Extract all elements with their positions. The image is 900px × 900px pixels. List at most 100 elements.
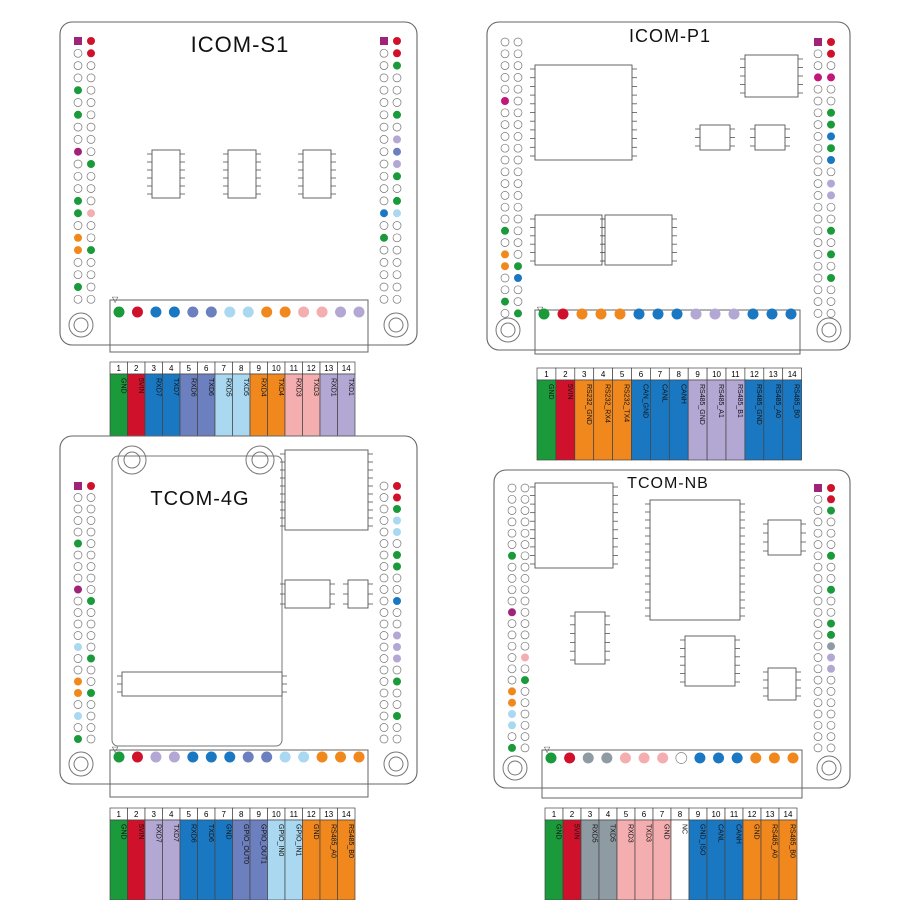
header-pin xyxy=(379,585,389,594)
terminal-pin-4 xyxy=(601,752,613,764)
header-pin xyxy=(73,73,83,83)
header-pin xyxy=(827,274,835,282)
header-pin xyxy=(813,250,823,259)
header-pin xyxy=(827,642,835,651)
pin-number: 10 xyxy=(712,370,721,379)
mounting-hole xyxy=(383,312,409,338)
header-pin xyxy=(507,517,517,527)
header-pin xyxy=(513,49,523,59)
header-pin xyxy=(826,607,836,617)
header-pin xyxy=(379,608,389,617)
ic-chip xyxy=(302,149,332,199)
pin1-marker: ▽ xyxy=(112,295,119,304)
pin-label: GND xyxy=(547,384,554,400)
header-pin xyxy=(380,233,388,242)
mounting-hole xyxy=(68,751,94,777)
header-pin xyxy=(379,723,389,732)
header-pin xyxy=(513,167,523,177)
header-pin xyxy=(379,48,389,58)
pin-label: RS485_B0 xyxy=(347,824,354,858)
pin-number: 7 xyxy=(222,810,227,819)
header-pin xyxy=(826,238,836,247)
header-pin xyxy=(508,551,516,560)
terminal-housing xyxy=(109,749,369,798)
header-pin xyxy=(827,49,835,58)
header-pin xyxy=(86,147,96,157)
header-pin xyxy=(827,495,835,504)
pin-label: 5VIN xyxy=(137,824,144,840)
header-pin xyxy=(513,202,523,212)
header-pin xyxy=(500,132,510,141)
mounting-hole xyxy=(816,755,842,781)
header-pin xyxy=(813,494,823,504)
header-pin xyxy=(513,285,523,295)
pin-label: 5VIN xyxy=(137,378,144,394)
header-pin xyxy=(520,483,530,493)
pin-label: TXD7 xyxy=(172,824,179,842)
header-pin xyxy=(827,179,835,188)
header-pin xyxy=(379,196,389,206)
header-pin xyxy=(74,735,82,743)
header-pin xyxy=(501,97,509,105)
header-pin xyxy=(813,607,823,617)
header-pin xyxy=(86,504,96,514)
header-pin xyxy=(86,73,96,83)
pin-number: 11 xyxy=(290,364,299,373)
header-pin xyxy=(813,167,823,177)
header-pin xyxy=(826,709,836,719)
header-pin xyxy=(826,517,836,527)
header-pin xyxy=(513,73,523,82)
header-pin xyxy=(379,642,389,652)
header-pin xyxy=(393,562,401,571)
header-pin xyxy=(393,712,401,720)
terminal-pin-12 xyxy=(747,308,759,320)
terminal-pin-9 xyxy=(694,752,706,764)
pin-label: GND xyxy=(753,824,760,840)
header-pin xyxy=(74,233,82,242)
header-pin xyxy=(813,261,823,271)
header-pin xyxy=(379,258,389,267)
pin-number: 6 xyxy=(204,810,209,819)
header-pin xyxy=(86,221,96,230)
terminal-pin-5 xyxy=(187,751,199,763)
header-pin xyxy=(813,84,823,94)
pin-number: 2 xyxy=(134,364,139,373)
header-pin xyxy=(500,191,510,200)
header-pin xyxy=(393,172,401,181)
header-pin xyxy=(813,540,823,549)
header-pin xyxy=(813,285,823,295)
header-pin xyxy=(813,202,823,212)
pin-label: GPIO_IN0 xyxy=(277,824,284,856)
header-pin xyxy=(826,574,836,583)
header-pin-square xyxy=(74,37,82,45)
pin-label: RS485_A0 xyxy=(329,824,336,858)
terminal-pin-4 xyxy=(168,751,180,763)
header-pin xyxy=(813,698,823,708)
header-pin xyxy=(86,110,96,120)
header-pin xyxy=(74,86,82,95)
header-pin xyxy=(826,528,836,538)
pin-number: 1 xyxy=(117,810,122,819)
pin-label: RS485_A0 xyxy=(774,384,781,418)
header-pin xyxy=(393,147,401,156)
pin-number: 8 xyxy=(239,364,244,373)
pin-label: RS485_GND xyxy=(755,384,762,425)
pin-label-cell xyxy=(778,819,798,900)
pin-number: 14 xyxy=(342,810,351,819)
header-pin xyxy=(87,597,95,605)
header-pin xyxy=(507,732,517,741)
header-pin xyxy=(514,274,522,282)
pin-number: 12 xyxy=(307,364,316,373)
pin-label: CANH xyxy=(679,384,686,404)
pin-label: RXD5 xyxy=(224,378,231,397)
pin-label: RXD5 xyxy=(591,824,598,843)
terminal-pin-4 xyxy=(168,306,180,318)
pin-label: GND xyxy=(312,824,319,840)
header-pin xyxy=(500,155,510,165)
header-pin xyxy=(813,506,823,515)
pin-number: 13 xyxy=(324,810,333,819)
header-pin xyxy=(87,654,95,663)
pin-number: 13 xyxy=(769,370,778,379)
terminal-pin-7 xyxy=(224,751,236,763)
